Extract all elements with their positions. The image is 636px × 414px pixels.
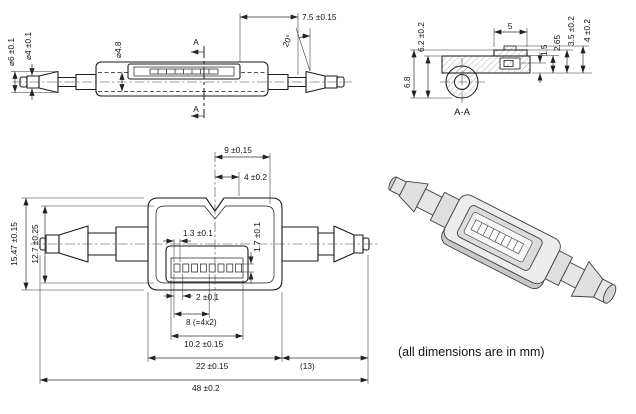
side-connector (127, 63, 241, 80)
dim-127: 12.7 ±0.25 (30, 205, 154, 284)
section-part-outline (440, 45, 531, 104)
dim-dia4: ⌀4 ±0.1 (23, 32, 38, 100)
section-label-bottom: A (193, 104, 199, 114)
dim-dia48: ⌀4.8 (113, 41, 125, 92)
dim-8: 8 (=4x2) (174, 274, 217, 327)
dim-angle20: 20° (280, 27, 311, 72)
dim-22: 22 ±0.15 (147, 292, 283, 371)
front-connector-pins (173, 263, 242, 273)
dim-13ref: (13) (282, 255, 369, 384)
dim-48-label: 48 ±0.2 (192, 383, 220, 393)
dim-dia4-label: ⌀4 ±0.1 (23, 32, 33, 60)
dim-75: 7.5 ±0.15 (239, 12, 337, 75)
dim-265: 2.65 (530, 34, 562, 73)
isometric-view (388, 176, 617, 304)
section-cut-line: A A (191, 37, 205, 119)
dim-2-label: 2 ±0.1 (196, 292, 219, 302)
dim-5: 5 (493, 21, 528, 47)
dim-48: 48 ±0.2 (39, 255, 368, 393)
dim-102-label: 10.2 ±0.15 (184, 339, 224, 349)
dim-75-label: 7.5 ±0.15 (302, 12, 337, 22)
dim-2: 2 ±0.1 (164, 274, 219, 318)
dim-5-label: 5 (508, 21, 513, 31)
dim-dia6-label: ⌀6 ±0.1 (6, 38, 16, 66)
dim-1547-label: 15.47 ±0.15 (9, 222, 19, 266)
side-view: A A ⌀6 ±0.1 ⌀4 ±0.1 ⌀4.8 7.5 ±0.15 (6, 12, 352, 119)
dim-13-label: 1.3 ±0.1 (183, 228, 213, 238)
dim-4: 4 ±0.2 (215, 172, 267, 196)
dim-22-label: 22 ±0.15 (196, 361, 229, 371)
dim-1547: 15.47 ±0.15 (9, 197, 144, 291)
section-view: 5 1.5 2.65 3.5 ±0.2 4 ±0.2 (402, 16, 592, 118)
dim-68-label: 6.8 (402, 76, 412, 88)
dim-35: 3.5 ±0.2 (527, 16, 576, 73)
dim-102: 10.2 ±0.15 (170, 280, 244, 349)
front-view: 9 ±0.15 4 ±0.2 15.47 ±0.15 12.7 ±0.25 1.… (9, 145, 378, 393)
dim-13: 1.3 ±0.1 (163, 228, 213, 262)
dim-127-label: 12.7 ±0.25 (30, 224, 40, 264)
units-note: (all dimensions are in mm) (398, 345, 545, 359)
dim-68: 6.8 (402, 49, 495, 98)
iso-pin-dividers (476, 222, 518, 251)
dim-4-label: 4 ±0.2 (244, 172, 267, 182)
dim-9-label: 9 ±0.15 (224, 145, 252, 155)
dim-17-label: 1.7 ±0.1 (252, 222, 262, 252)
dim-17: 1.7 ±0.1 (242, 222, 262, 284)
dim-265-label: 2.65 (552, 34, 562, 51)
dim-40: 4 ±0.2 (516, 19, 592, 73)
dim-62-label: 6.2 ±0.2 (416, 22, 426, 52)
section-title: A-A (454, 107, 471, 118)
dim-40-label: 4 ±0.2 (582, 19, 592, 42)
dim-angle20-label: 20° (280, 33, 294, 49)
dim-9: 9 ±0.15 (215, 145, 271, 204)
dim-13ref-label: (13) (300, 361, 315, 371)
dim-35-label: 3.5 ±0.2 (566, 16, 576, 46)
dim-62: 6.2 ±0.2 (410, 22, 452, 99)
side-part-outline (19, 61, 345, 97)
section-label-top: A (193, 37, 199, 47)
dim-dia48-label: ⌀4.8 (113, 41, 123, 58)
dim-8-label: 8 (=4x2) (186, 317, 217, 327)
